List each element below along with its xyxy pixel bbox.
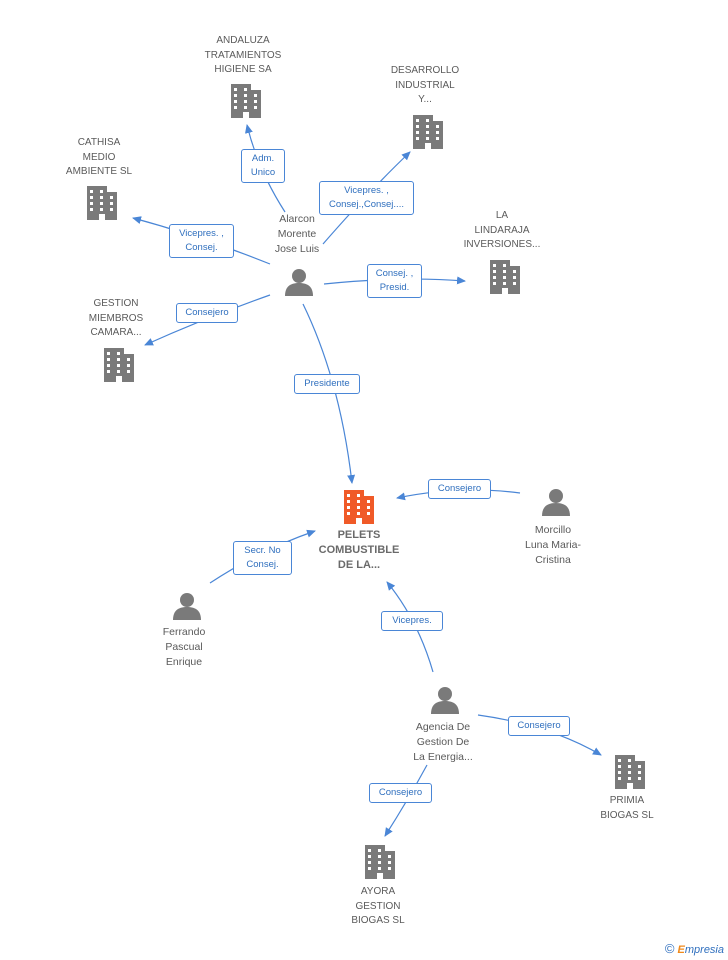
node-label-andaluza[interactable]: ANDALUZA TRATAMIENTOS HIGIENE SA [204,35,282,75]
relation-label-consejero-morcillo[interactable]: Consejero [428,479,491,499]
ferrando-person-icon[interactable] [173,593,201,620]
node-label-la-lindaraja[interactable]: LA LINDARAJA INVERSIONES... [463,210,541,250]
cathisa-building-icon[interactable] [87,186,117,220]
brand-logo-first-letter: E [677,944,685,956]
pelets-building-icon[interactable] [344,490,374,524]
relation-label-presidente[interactable]: Presidente [294,374,360,394]
andaluza-building-icon[interactable] [231,84,261,118]
node-label-gestion[interactable]: GESTION MIEMBROS CAMARA... [88,298,144,338]
relation-label-consej-presid[interactable]: Consej. , Presid. [367,264,422,298]
desarrollo-building-icon[interactable] [413,115,443,149]
node-label-morcillo[interactable]: Morcillo Luna Maria- Cristina [524,524,582,566]
node-label-alarcon[interactable]: Alarcon Morente Jose Luis [274,213,320,255]
relation-label-consejero-ayora[interactable]: Consejero [369,783,432,803]
relation-label-consejero-primia[interactable]: Consejero [508,716,570,736]
copyright-icon: © [664,941,675,956]
primia-building-icon[interactable] [615,755,645,789]
node-label-pelets[interactable]: PELETS COMBUSTIBLE DE LA... [318,529,400,571]
gestion-building-icon[interactable] [104,348,134,382]
node-label-agencia[interactable]: Agencia De Gestion De La Energia... [413,721,473,763]
node-label-primia[interactable]: PRIMIA BIOGAS SL [600,795,654,821]
la-lindaraja-building-icon[interactable] [490,260,520,294]
relation-label-consejero-gestion[interactable]: Consejero [176,303,238,323]
morcillo-person-icon[interactable] [542,489,570,516]
relation-label-vicepres-consej[interactable]: Vicepres. , Consej. [169,224,234,258]
relation-label-adm-unico[interactable]: Adm. Unico [241,149,285,183]
ayora-building-icon[interactable] [365,845,395,879]
node-label-ayora[interactable]: AYORA GESTION BIOGAS SL [351,886,405,926]
relation-label-secr-no-consej[interactable]: Secr. No Consej. [233,541,292,575]
relation-label-vicepres[interactable]: Vicepres. [381,611,443,631]
brand-logo-rest: mpresia [684,944,724,956]
node-label-ferrando[interactable]: Ferrando Pascual Enrique [162,626,206,668]
alarcon-person-icon[interactable] [285,269,313,296]
node-label-cathisa[interactable]: CATHISA MEDIO AMBIENTE SL [65,137,133,177]
node-label-desarrollo[interactable]: DESARROLLO INDUSTRIAL Y... [390,65,460,105]
agencia-person-icon[interactable] [431,687,459,714]
empresia-watermark[interactable]: © Empresia [665,941,724,956]
relation-label-vicepres-consej-consej[interactable]: Vicepres. , Consej.,Consej.... [319,181,414,215]
